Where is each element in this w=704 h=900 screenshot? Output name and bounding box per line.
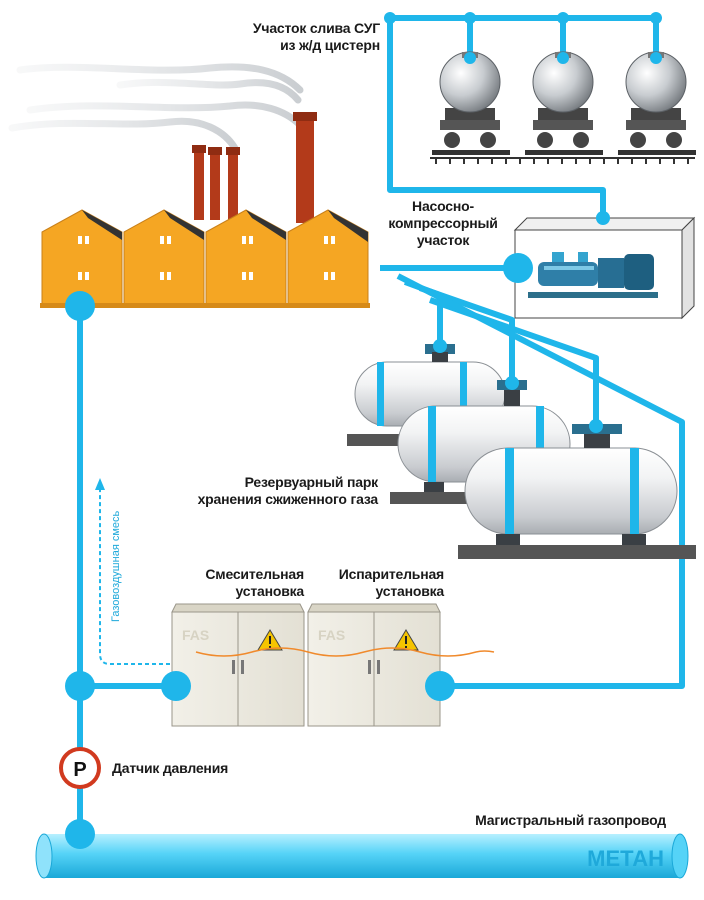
pump-icon — [528, 252, 658, 298]
tank-farm-line1: Резервуарный парк — [244, 474, 379, 490]
chimney — [194, 150, 204, 220]
evaporator-unit-line2: установка — [375, 583, 445, 599]
pump-compressor-line3: участок — [416, 232, 470, 248]
pipe-unloading-to-pump — [387, 18, 606, 218]
chimney — [296, 118, 314, 223]
tank-farm-label: Резервуарный парк хранения сжиженного га… — [150, 474, 379, 508]
pump-compressor-label: Насосно- компрессорный участок — [378, 198, 508, 249]
warning-icon — [393, 629, 419, 651]
mixing-unit-label: Смесительная установка — [170, 566, 304, 600]
lpg-unloading-label: Участок слива СУГ из ж/д цистерн — [200, 20, 380, 54]
main-gas-pipeline: МЕТАН — [35, 833, 689, 879]
cabinet-brand-logo: FAS — [318, 627, 345, 643]
pressure-symbol: P — [73, 759, 86, 781]
rail-tank-car-icon — [430, 51, 696, 164]
lpg-unloading-line1: Участок слива СУГ — [252, 20, 380, 36]
evaporator-unit-line1: Испарительная — [338, 566, 444, 582]
pump-compressor-line1: Насосно- — [412, 198, 474, 214]
storage-tank-icon — [347, 344, 696, 559]
chimney — [228, 152, 238, 220]
pressure-sensor-icon: P — [59, 747, 101, 789]
chimney — [210, 152, 220, 220]
tank-farm-line2: хранения сжиженного газа — [197, 491, 379, 507]
air-gas-mixture-arrow — [95, 478, 170, 665]
pump-compressor-line2: компрессорный — [388, 215, 498, 231]
warning-icon — [257, 629, 283, 651]
mixing-unit-line2: установка — [235, 583, 305, 599]
factory-icon — [40, 112, 370, 308]
evaporator-unit-label: Испарительная установка — [304, 566, 444, 600]
main-pipeline-label: Магистральный газопровод — [475, 812, 666, 828]
cabinet-brand-logo: FAS — [182, 627, 209, 643]
methane-label: МЕТАН — [587, 846, 664, 871]
mixing-unit-line1: Смесительная — [205, 566, 304, 582]
smoke — [8, 63, 304, 154]
pump-station — [513, 216, 696, 320]
air-gas-mixture-label: Газовоздушная смесь — [110, 510, 122, 622]
lpg-unloading-line2: из ж/д цистерн — [280, 37, 380, 53]
control-cabinet-icon: FAS FAS — [171, 603, 495, 727]
pressure-sensor-label: Датчик давления — [112, 760, 229, 776]
pipe-junctions — [65, 12, 662, 849]
